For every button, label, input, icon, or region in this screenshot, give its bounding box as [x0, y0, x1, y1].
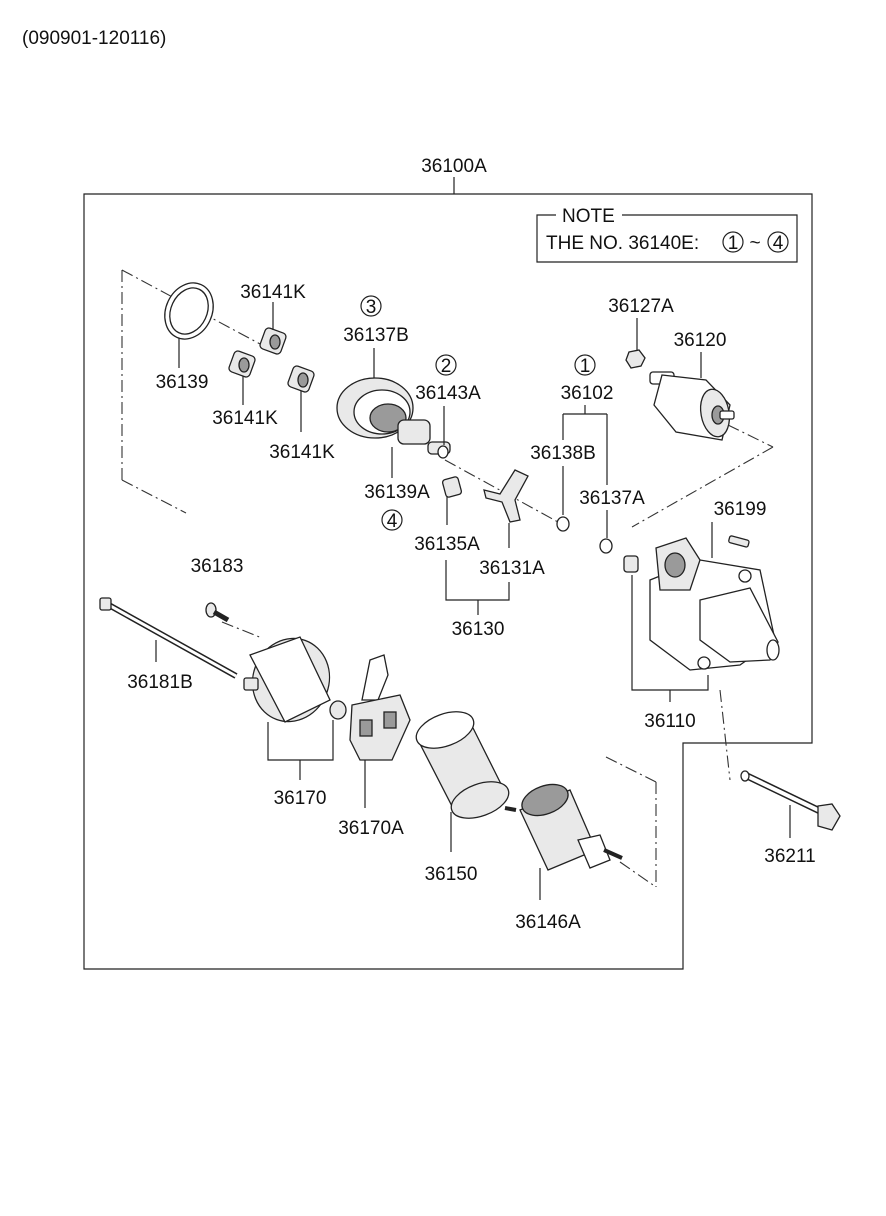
washer-36137A[interactable] — [599, 538, 613, 554]
planet-gear-36141K-c[interactable] — [287, 365, 315, 393]
circle-number-1: 1 — [580, 356, 591, 377]
snap-ring-36139[interactable] — [156, 275, 222, 347]
rear-cover-36170[interactable] — [241, 628, 347, 733]
note-range-start: 1 — [728, 233, 739, 254]
part-label-36181B[interactable]: 36181B — [127, 672, 193, 693]
part-label-36170A[interactable]: 36170A — [338, 818, 404, 839]
note-circle-start — [722, 231, 744, 253]
dash-line-1 — [121, 269, 263, 346]
date-range-label: (090901-120116) — [22, 28, 166, 49]
pin-36199[interactable] — [728, 535, 750, 548]
dash-line-7 — [719, 689, 731, 781]
circle-marker-2 — [435, 354, 457, 376]
note-range-sep: ~ — [749, 233, 760, 254]
part-label-36141K-b[interactable]: 36141K — [212, 408, 278, 429]
circle-marker-3 — [360, 295, 382, 317]
part-label-36100A[interactable]: 36100A — [421, 156, 487, 177]
dash-line-6 — [631, 446, 774, 528]
yoke-36150[interactable] — [411, 705, 513, 826]
part-label-36146A[interactable]: 36146A — [515, 912, 581, 933]
bolt-36211[interactable] — [740, 770, 841, 831]
brush-holder-36170A[interactable] — [349, 654, 411, 761]
part-label-36170[interactable]: 36170 — [274, 788, 327, 809]
part-label-36199[interactable]: 36199 — [714, 499, 767, 520]
part-label-36110[interactable]: 36110 — [644, 711, 695, 732]
part-label-36211[interactable]: 36211 — [764, 846, 815, 867]
bracket-36170 — [267, 720, 334, 761]
lever-block-36135A[interactable] — [441, 476, 463, 498]
part-label-36141K-a[interactable]: 36141K — [240, 282, 306, 303]
part-label-36127A[interactable]: 36127A — [608, 296, 674, 317]
solenoid-36120[interactable] — [649, 371, 735, 441]
note-title: NOTE — [562, 206, 615, 227]
planet-gear-36141K-b[interactable] — [228, 350, 256, 378]
part-label-36102[interactable]: 36102 — [561, 383, 614, 404]
note-box: NOTE THE NO. 36140E: 1 ~ 4 — [536, 206, 798, 263]
assembly-boundary — [83, 193, 813, 970]
note-text: THE NO. 36140E: — [546, 233, 699, 254]
circle-marker-1 — [574, 354, 596, 376]
part-label-36150[interactable]: 36150 — [425, 864, 478, 885]
part-label-36139[interactable]: 36139 — [156, 372, 209, 393]
internal-gear-assembly-36137B[interactable] — [336, 377, 451, 459]
circle-number-3: 3 — [366, 297, 377, 318]
circle-number-2: 2 — [441, 356, 452, 377]
part-label-36130[interactable]: 36130 — [452, 619, 505, 640]
part-label-36137A[interactable]: 36137A — [579, 488, 645, 509]
circle-marker-4 — [381, 509, 403, 531]
dash-line-3 — [121, 479, 187, 514]
part-label-36137B[interactable]: 36137B — [343, 325, 409, 346]
part-label-36141K-c[interactable]: 36141K — [269, 442, 335, 463]
dash-line-8 — [221, 621, 263, 639]
dash-line-5 — [727, 424, 774, 448]
part-label-36143A[interactable]: 36143A — [415, 383, 481, 404]
note-circle-end — [767, 231, 789, 253]
part-label-36135A[interactable]: 36135A — [414, 534, 480, 555]
note-range-end: 4 — [773, 233, 784, 254]
nut-36127A[interactable] — [625, 349, 646, 369]
through-bolt-36181B[interactable] — [99, 597, 238, 679]
washer-36138B[interactable] — [556, 516, 570, 532]
bracket-36102 — [562, 405, 608, 485]
part-label-36120[interactable]: 36120 — [674, 330, 727, 351]
circle-number-4: 4 — [387, 511, 398, 532]
dash-line-9 — [605, 756, 657, 783]
part-label-36131A[interactable]: 36131A — [479, 558, 545, 579]
part-label-36183[interactable]: 36183 — [191, 556, 244, 577]
dash-line-11 — [619, 861, 657, 888]
screw-36183[interactable] — [205, 602, 230, 623]
front-housing-36110[interactable] — [623, 537, 780, 671]
armature-36146A[interactable] — [504, 779, 623, 871]
planet-gear-36141K-a[interactable] — [259, 327, 287, 355]
part-label-36138B[interactable]: 36138B — [530, 443, 596, 464]
part-label-36139A[interactable]: 36139A — [364, 482, 430, 503]
shift-lever-36131A[interactable] — [483, 469, 529, 523]
